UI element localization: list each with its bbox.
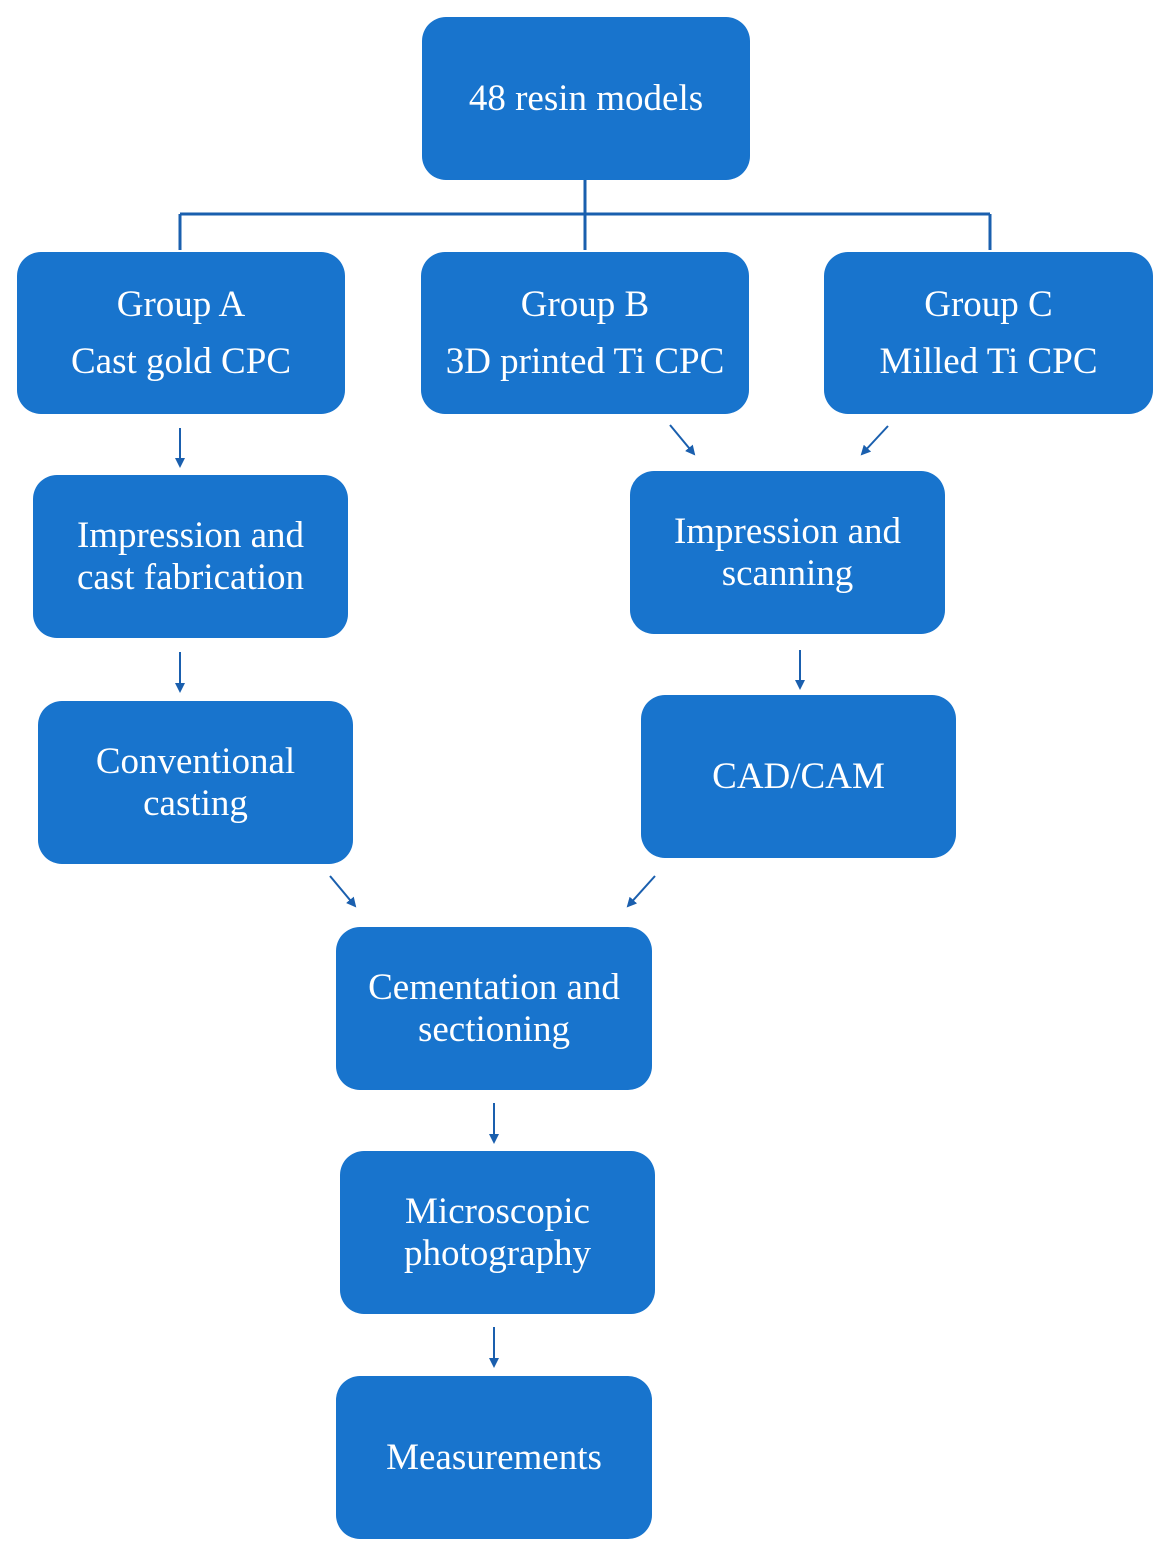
group-a-box: Group A Cast gold CPC [17,252,345,414]
cadcam-box: CAD/CAM [641,695,956,858]
group-b-title: Group B [520,283,650,325]
group-b-box: Group B 3D printed Ti CPC [421,252,749,414]
microscopic-line2: photography [403,1232,592,1274]
group-c-title: Group C [924,283,1053,325]
cementation-line1: Cementation and [368,967,620,1009]
arrow-cadcam-to-cementation [626,875,656,908]
root-label: 48 resin models [468,77,704,119]
measurements-label: Measurements [386,1436,602,1478]
conventional-line1: Conventional [95,741,296,783]
microscopic-box: Microscopic photography [340,1151,655,1314]
measurements-box: Measurements [336,1376,652,1539]
conventional-casting-box: Conventional casting [38,701,353,864]
arrow-conventional-to-cementation [329,875,357,908]
group-a-subtitle: Cast gold CPC [71,341,291,382]
impression-scan-line2: scanning [721,552,854,594]
cementation-line2: sectioning [417,1008,571,1050]
microscopic-line1: Microscopic [405,1191,590,1233]
group-c-subtitle: Milled Ti CPC [879,341,1098,382]
impression-scan-box: Impression and scanning [630,471,945,634]
group-c-box: Group C Milled Ti CPC [824,252,1153,414]
cementation-box: Cementation and sectioning [336,927,652,1090]
impression-cast-line2: cast fabrication [76,556,305,598]
group-a-title: Group A [116,283,246,325]
arrow-group-c-to-impression [860,425,889,456]
root-to-groups-bracket [178,180,992,250]
arrow-group-b-to-impression [669,424,696,456]
root-box: 48 resin models [422,17,750,180]
impression-scan-line1: Impression and [673,511,902,553]
conventional-line2: casting [143,782,248,824]
impression-cast-box: Impression and cast fabrication [33,475,348,638]
group-b-subtitle: 3D printed Ti CPC [445,341,725,382]
cadcam-label: CAD/CAM [712,755,885,797]
impression-cast-line1: Impression and [76,515,305,557]
